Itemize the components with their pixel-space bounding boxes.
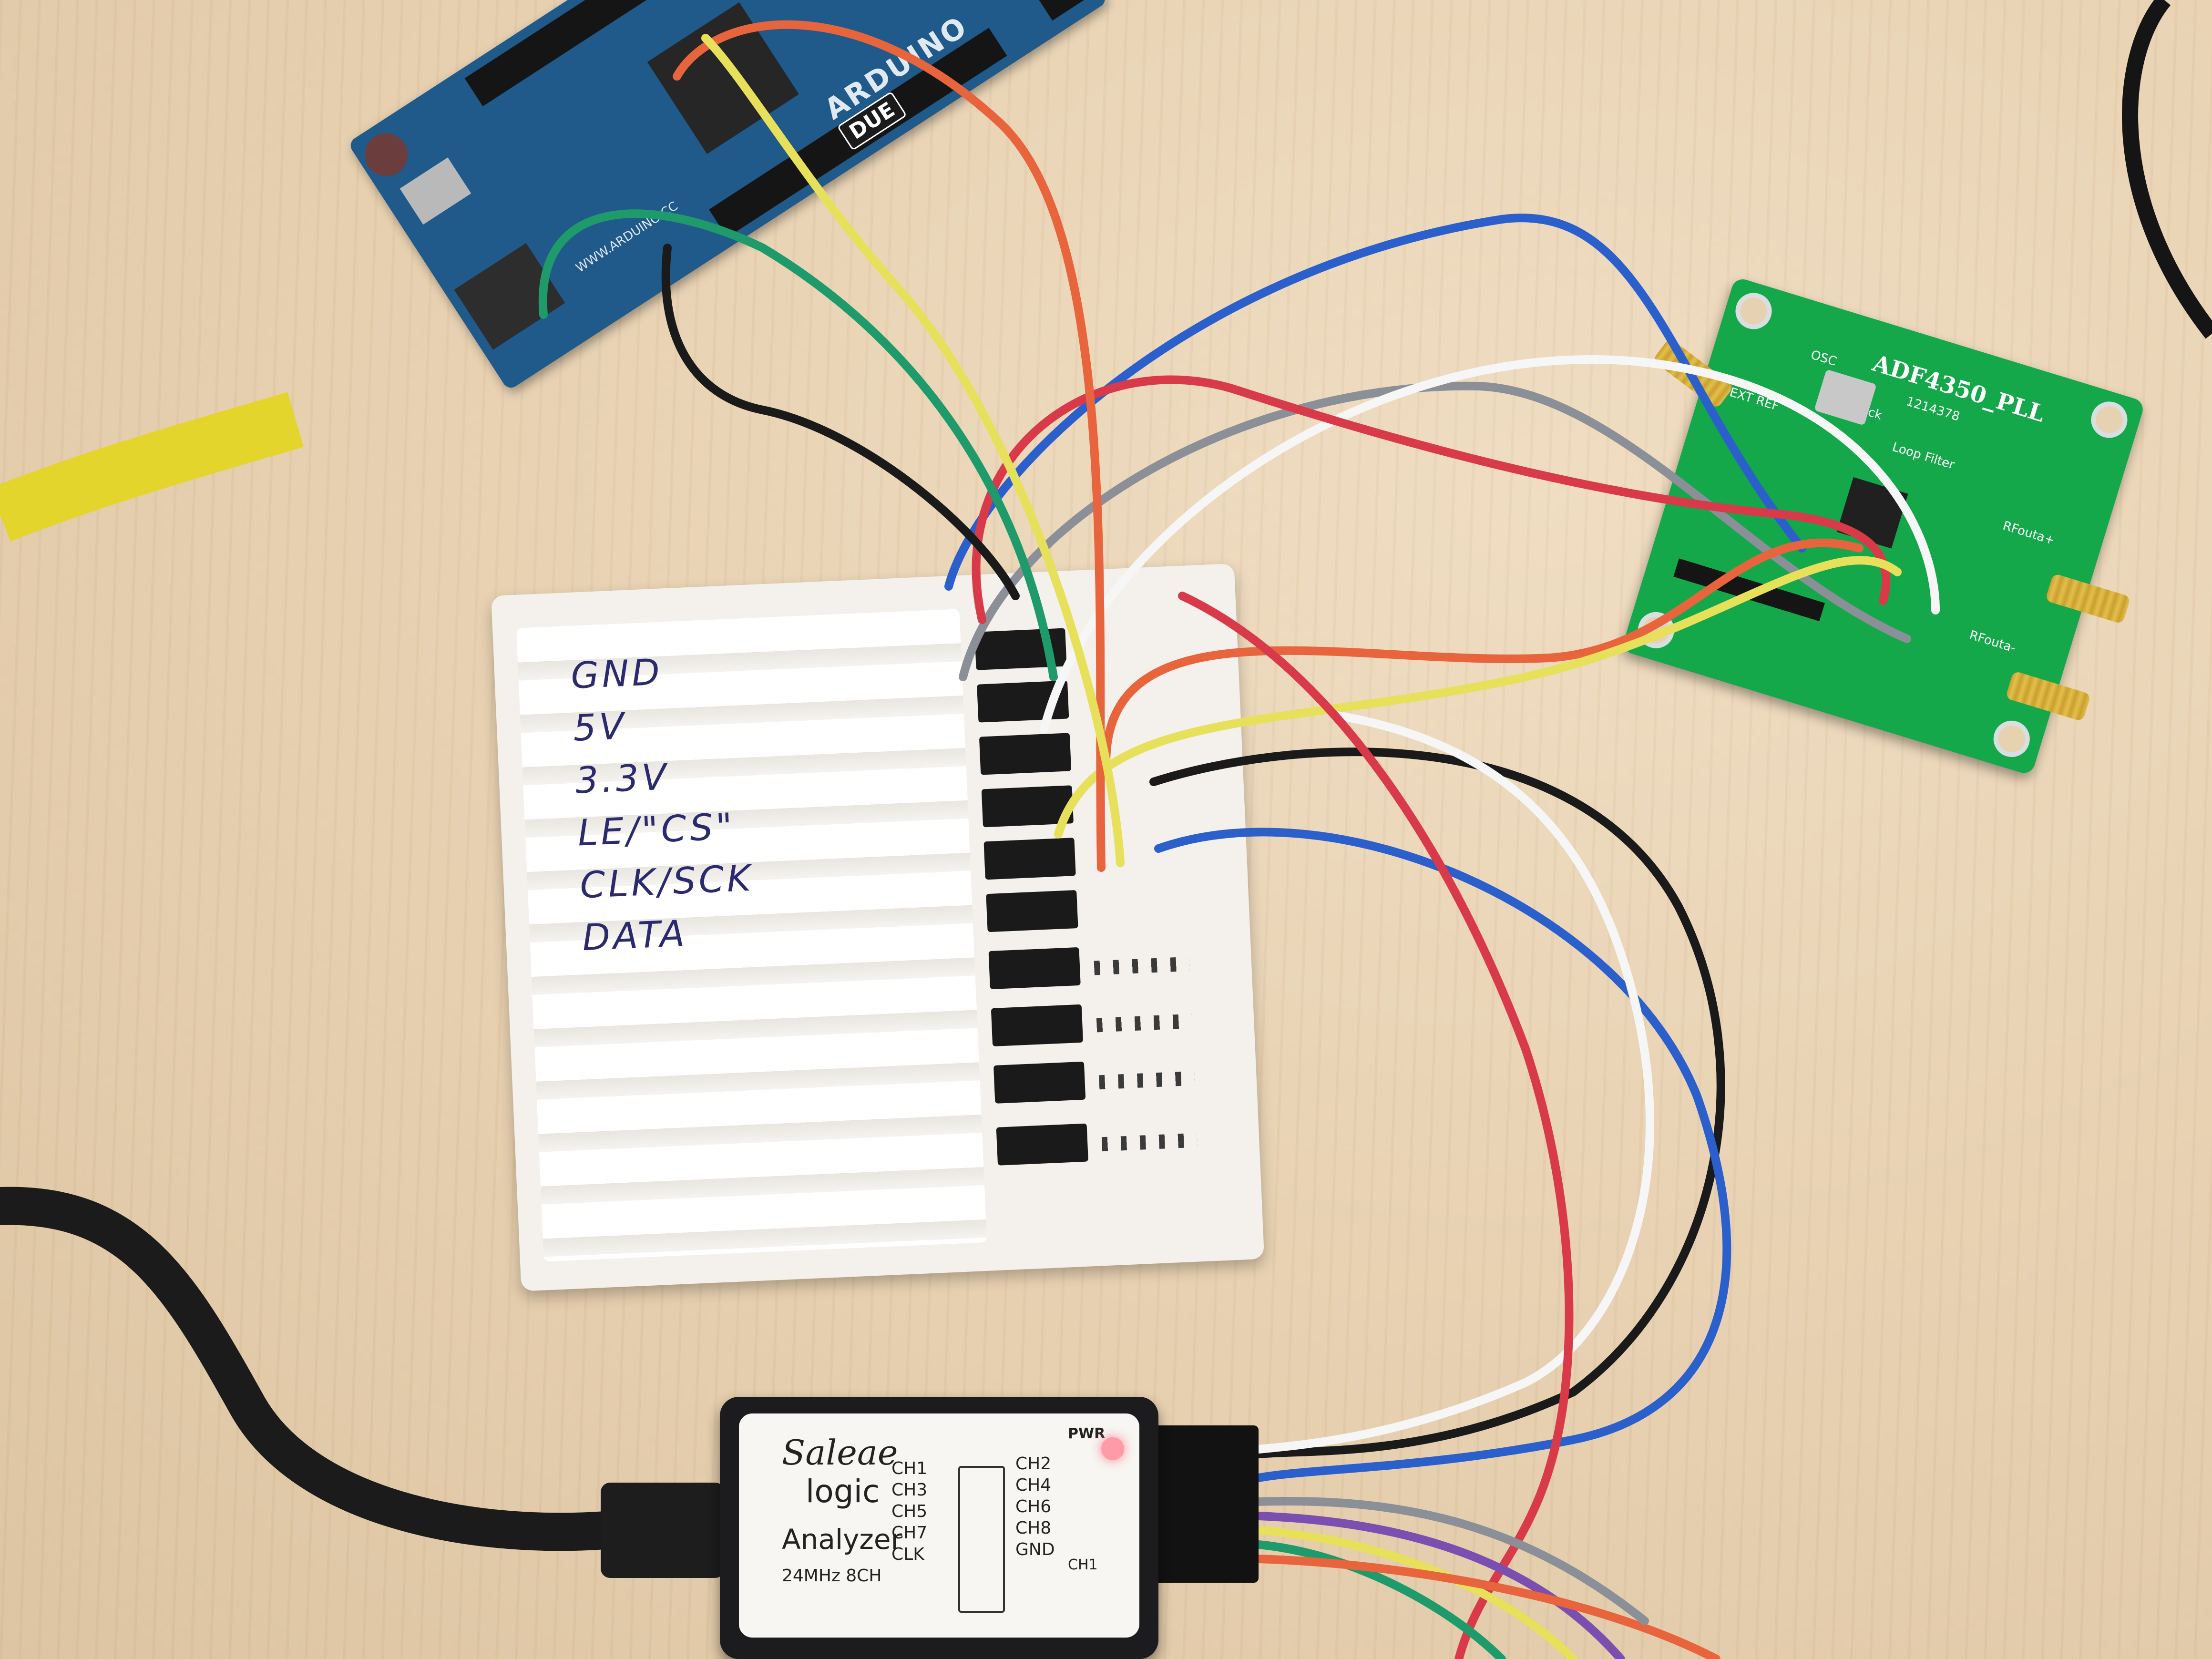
pin-ch7: CH7: [891, 1523, 928, 1543]
pin-ch4: CH4: [1015, 1475, 1052, 1495]
wire-orange-due: [673, 20, 1106, 872]
saleae-subtitle: Analyzer: [782, 1523, 902, 1556]
wire-green-due: [538, 209, 1058, 681]
saleae-pin-diagram: [958, 1466, 1005, 1613]
wire-orange-saleae: [1254, 1555, 1720, 1659]
wire-green-saleae: [1254, 1540, 1506, 1659]
pin-ch5: CH5: [891, 1502, 928, 1521]
pin-ch1: CH1: [891, 1459, 928, 1478]
wire-red-pll: [972, 375, 1891, 624]
wire-yellow-pll: [1054, 556, 1902, 839]
pwr-label: PWR: [1068, 1425, 1106, 1442]
ch1-side-label: CH1: [1068, 1557, 1098, 1573]
pin-clk: CLK: [891, 1545, 924, 1564]
wire-yellow-saleae: [1254, 1526, 1577, 1659]
pin-ch6: CH6: [1015, 1497, 1052, 1516]
wire-white-saleae: [1254, 711, 1654, 1454]
black-cable-bottom-left: [0, 1187, 625, 1551]
black-cable-top-right: [2122, 0, 2212, 339]
saleae-usb-plug: [601, 1483, 725, 1578]
wire-white-pll: [1040, 355, 1940, 734]
saleae-product: logic: [806, 1473, 880, 1510]
pin-ch8: CH8: [1015, 1518, 1052, 1538]
wire-gray: [959, 381, 1911, 681]
pin-gnd: GND: [1015, 1540, 1055, 1559]
saleae-label: Saleae logic Analyzer 24MHz 8CH CH1 CH3 …: [739, 1413, 1139, 1638]
wire-gray-saleae: [1254, 1496, 1649, 1625]
saleae-logic-analyzer: Saleae logic Analyzer 24MHz 8CH CH1 CH3 …: [720, 1397, 1158, 1659]
saleae-brand: Saleae: [782, 1433, 898, 1473]
wire-red-saleae: [1178, 592, 1574, 1659]
pin-ch2: CH2: [1015, 1454, 1052, 1474]
power-led: [1101, 1437, 1124, 1460]
saleae-header-connector: [1149, 1425, 1259, 1583]
wire-purple-saleae: [1254, 1512, 1625, 1659]
wire-black-saleae: [1149, 748, 1725, 1458]
wire-black-due: [661, 244, 1020, 600]
wire-blue-saleae: [1154, 828, 1731, 1482]
wire-blue-pll-top: [944, 214, 1806, 591]
saleae-spec: 24MHz 8CH: [782, 1566, 882, 1586]
pin-ch3: CH3: [891, 1480, 928, 1500]
yellow-usb-cable: [0, 392, 304, 542]
wire-orange-pll: [1102, 538, 1864, 767]
wire-yellow-due: [701, 34, 1125, 867]
